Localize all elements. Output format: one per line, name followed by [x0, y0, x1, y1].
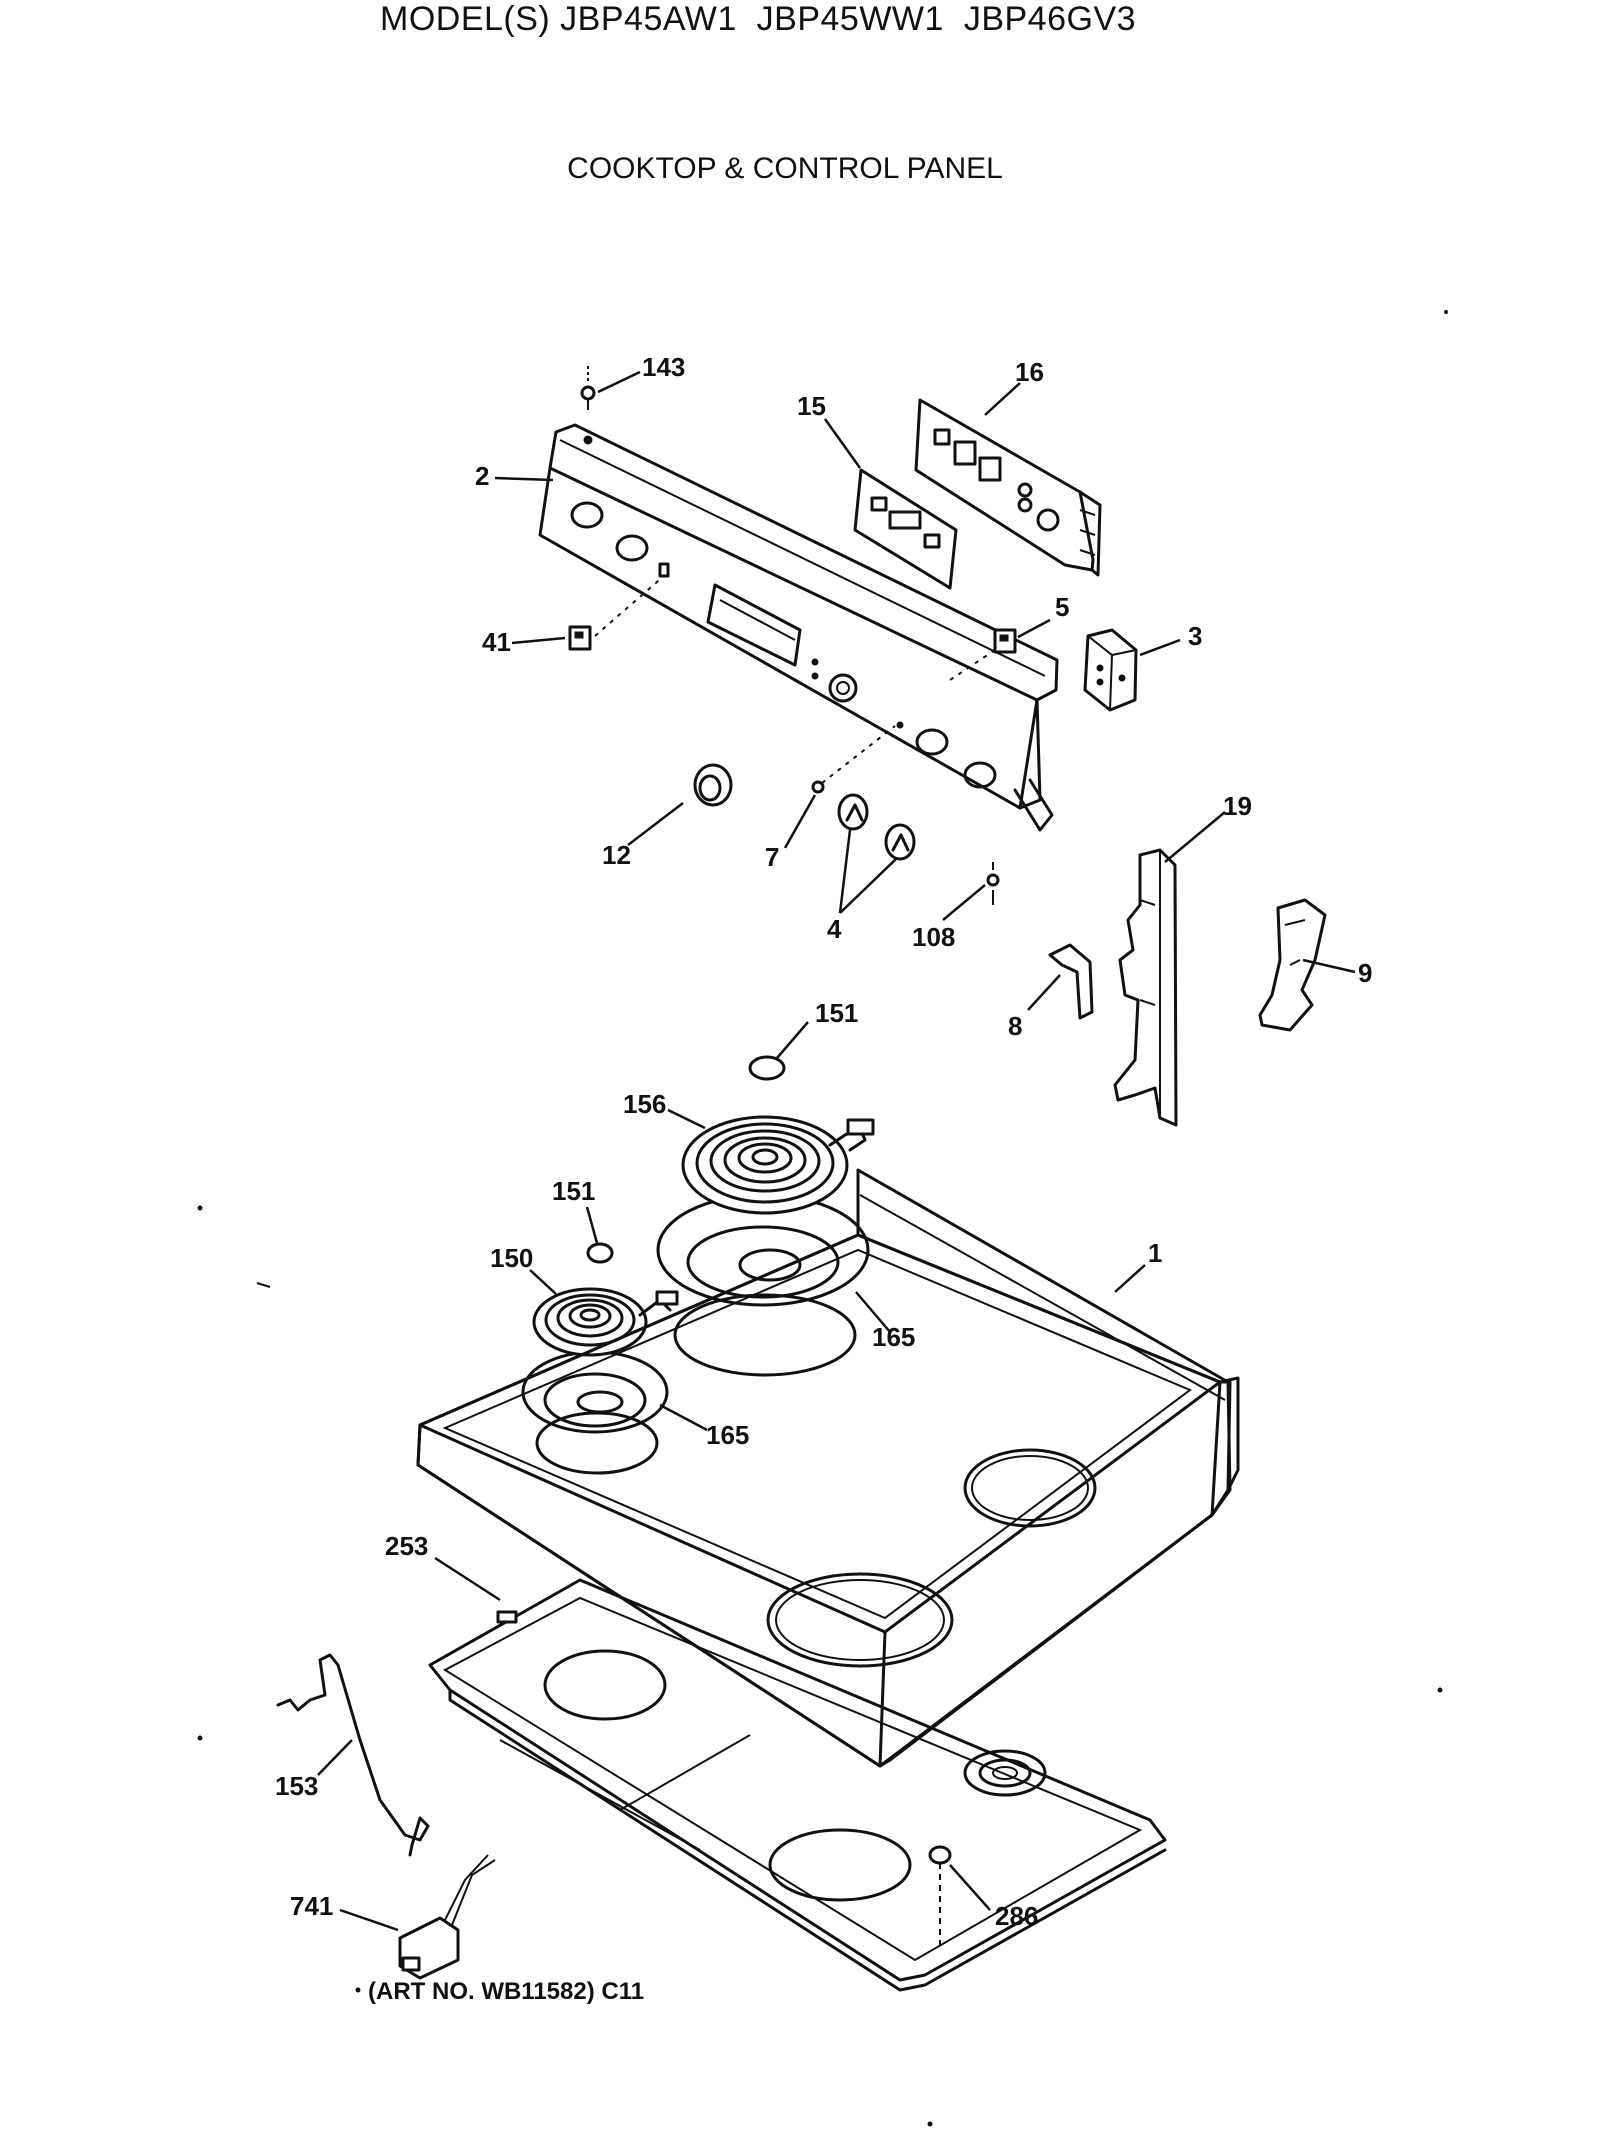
- callout-7: 7: [765, 842, 779, 872]
- callout-2: 2: [475, 461, 489, 491]
- screw-108: [986, 862, 1000, 905]
- bracket-8: [1048, 943, 1094, 1020]
- leaders: [317, 370, 1356, 1932]
- burner-box-253: [428, 1578, 1167, 1992]
- clock-board-16: [914, 398, 1102, 577]
- side-bracket-19: [1113, 848, 1178, 1127]
- callout-156: 156: [623, 1089, 666, 1119]
- burner-156-large: [681, 1115, 875, 1215]
- cooktop-main-top-1: [416, 1168, 1240, 1768]
- callout-1: 1: [1148, 1238, 1162, 1268]
- callout-4: 4: [827, 914, 842, 944]
- switch-3: [1083, 628, 1138, 712]
- drip-pan-165-large: [656, 1193, 870, 1307]
- callout-15: 15: [797, 391, 826, 421]
- clip-286: [928, 1845, 952, 1950]
- section-title: COOKTOP & CONTROL PANEL: [567, 152, 1003, 185]
- callout-19: 19: [1223, 791, 1252, 821]
- knob-4b: [884, 823, 916, 861]
- callout-165-large: 165: [872, 1322, 915, 1352]
- knob-4a: [837, 793, 869, 831]
- callout-151-top: 151: [815, 998, 858, 1028]
- callout-5: 5: [1055, 592, 1069, 622]
- terminal-block-151-lower: [586, 1242, 614, 1264]
- callout-143: 143: [642, 352, 685, 382]
- end-cap-9: [1258, 898, 1327, 1032]
- model-title: MODEL(S) JBP45AW1 JBP45WW1 JBP46GV3: [380, 0, 1137, 38]
- wire-153: [276, 1653, 430, 1857]
- switch-41: [568, 625, 592, 651]
- callout-153: 153: [275, 1771, 318, 1801]
- screw-143: [580, 366, 596, 410]
- terminal-block-741: [398, 1854, 496, 1980]
- callout-8: 8: [1008, 1011, 1022, 1041]
- drip-pan-165-small: [521, 1350, 669, 1434]
- callout-16: 16: [1015, 357, 1044, 387]
- callout-108: 108: [912, 922, 955, 952]
- switch-5: [993, 628, 1017, 654]
- callout-286: 286: [995, 1901, 1038, 1931]
- callout-41: 41: [482, 627, 511, 657]
- callout-741: 741: [290, 1891, 333, 1921]
- callout-165-small: 165: [706, 1420, 749, 1450]
- callout-9: 9: [1358, 958, 1372, 988]
- callout-151-lower: 151: [552, 1176, 595, 1206]
- control-panel-backguard: [538, 423, 1059, 832]
- art-number-footer: (ART NO. WB11582) C11: [368, 1978, 645, 2005]
- callout-150: 150: [490, 1243, 533, 1273]
- callout-253: 253: [385, 1531, 428, 1561]
- terminal-block-151-top: [748, 1055, 786, 1081]
- overlay-15: [853, 468, 958, 590]
- callout-3: 3: [1188, 621, 1202, 651]
- callout-12: 12: [602, 840, 631, 870]
- indicator-light-7: [811, 780, 825, 794]
- callout-labels: 143 16 15 2 41 5 3 12 7 4 108 19 9 8 151…: [275, 352, 1372, 1931]
- knob-12: [693, 763, 733, 807]
